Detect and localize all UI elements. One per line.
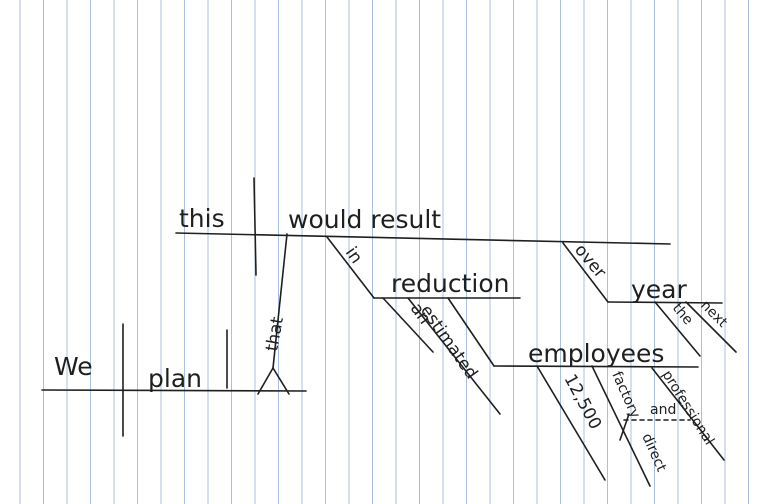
word-that: that [262,315,288,353]
word-we: We [54,352,93,381]
the-slant [654,301,701,357]
word-year: year [631,275,687,304]
employees-line [493,365,699,368]
word-factory: factory [608,369,643,421]
word-reduction: reduction [391,269,509,298]
word-would-result: would result [288,205,441,234]
diagram-words: We plan that this would result in reduct… [54,204,731,475]
of-slant [447,297,495,367]
over-slant [562,242,609,303]
pedestal-foot [257,367,290,395]
factory-slant [591,365,651,487]
diagram-lines [41,177,737,487]
word-employees: employees [528,339,664,368]
word-direct: direct [638,431,669,475]
clause-baseline [175,232,671,245]
word-and: and [650,402,676,418]
paper-rules [19,0,749,504]
professional-slant [651,367,725,461]
main-baseline [41,389,307,392]
estimated-slant [407,297,501,415]
word-estimated: estimated [416,301,481,383]
count-slant [536,365,606,481]
conjunction-tick [619,413,630,441]
word-plan: plan [148,364,202,393]
subject-divider-clause [253,177,257,276]
pedestal-stem [272,233,288,369]
word-this: this [179,204,225,233]
next-slant [685,301,737,353]
year-line [607,301,723,304]
an-slant [382,297,434,353]
word-next: next [697,298,731,332]
in-slant [326,236,375,299]
word-in: in [341,243,366,267]
